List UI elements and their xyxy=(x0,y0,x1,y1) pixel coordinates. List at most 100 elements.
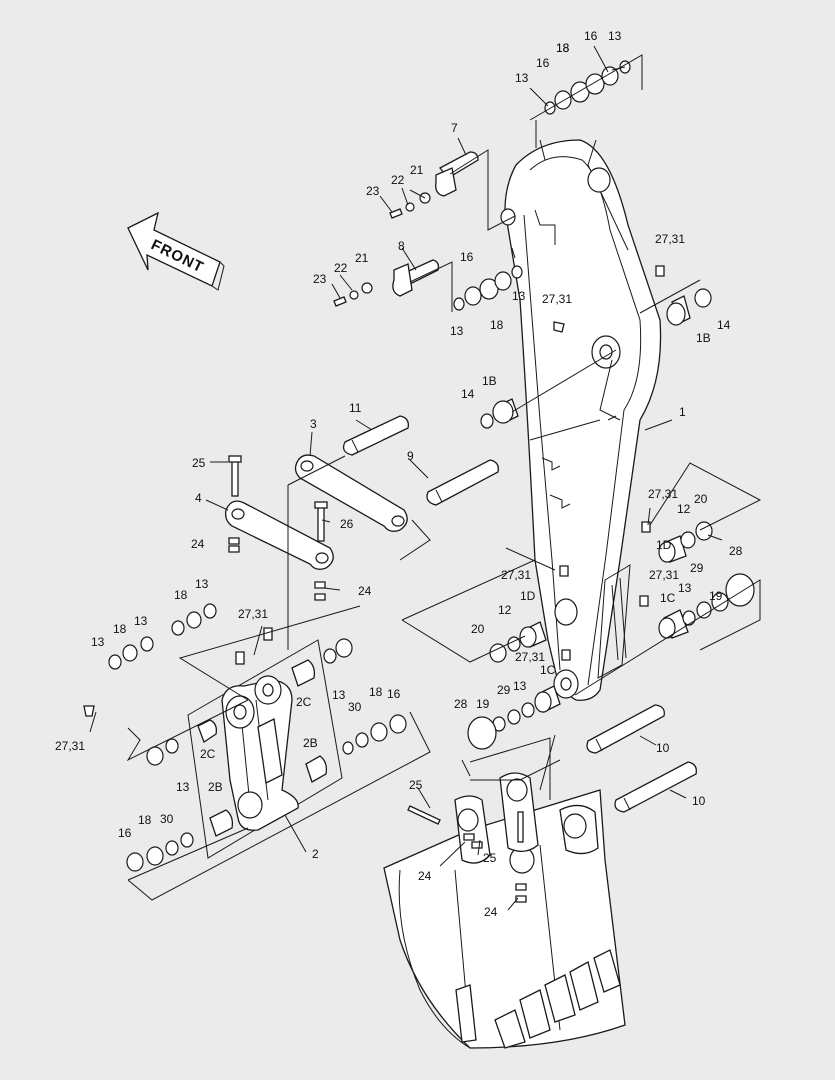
callout-c19_b: 19 xyxy=(709,589,723,603)
callout-c1b_a: 1B xyxy=(482,374,497,388)
callout-c22_a: 22 xyxy=(391,173,405,187)
pin-7 xyxy=(435,151,479,197)
callout-c16_a: 16 xyxy=(584,29,598,43)
washer-stack-left-b xyxy=(171,603,217,636)
callout-c21_b: 21 xyxy=(355,251,369,265)
callout-c27_a: 27,31 xyxy=(655,232,685,246)
callout-c27_e: 27,31 xyxy=(648,487,678,501)
callout-c13_c: 13 xyxy=(512,289,526,303)
callout-c1c_b: 1C xyxy=(660,591,676,605)
washers-pin-7 xyxy=(389,192,431,219)
bushing-1d-left xyxy=(489,621,547,663)
callout-c27_f: 27,31 xyxy=(501,568,531,582)
callout-c26: 26 xyxy=(340,517,354,531)
bolt-25-upper xyxy=(228,455,242,497)
callout-c12_a: 12 xyxy=(498,603,512,617)
callout-c11: 11 xyxy=(349,401,362,415)
pin-11 xyxy=(342,415,409,456)
callout-c10_b: 10 xyxy=(692,794,706,808)
callout-c1: 1 xyxy=(679,405,686,419)
callout-c18_e: 18 xyxy=(369,685,383,699)
callout-c20_a: 20 xyxy=(471,622,485,636)
callout-c16_d: 16 xyxy=(387,687,401,701)
callout-c18_b: 18 xyxy=(490,318,504,332)
callout-c30_b: 30 xyxy=(160,812,174,826)
leader-lines xyxy=(89,45,723,911)
callout-c13_e: 13 xyxy=(195,577,209,591)
callout-labels: 11B1B1C1C1D1D22B2B2C2C347891010111212131… xyxy=(55,29,743,919)
callout-c3: 3 xyxy=(310,417,317,431)
pin-8 xyxy=(392,259,440,297)
callout-c13_j: 13 xyxy=(513,679,527,693)
callout-c28_a: 28 xyxy=(729,544,743,558)
callout-c2b_a: 2B xyxy=(303,736,318,750)
callout-c14_b: 14 xyxy=(717,318,731,332)
callout-c27_b: 27,31 xyxy=(542,292,572,306)
washer-stack-mid xyxy=(453,265,523,311)
callout-c8: 8 xyxy=(398,239,405,253)
callout-c20_b: 20 xyxy=(694,492,708,506)
callout-c18_a: 18 xyxy=(556,41,570,55)
callout-c16_e: 16 xyxy=(118,826,132,840)
callout-c16_c: 16 xyxy=(460,250,474,264)
washer-stack-top xyxy=(544,60,631,115)
callout-c23_b: 23 xyxy=(313,272,327,286)
callout-c27_d: 27,31 xyxy=(55,739,85,753)
callout-c9: 9 xyxy=(407,449,414,463)
bucket-bolts xyxy=(407,805,527,903)
callout-c13_k: 13 xyxy=(678,581,692,595)
callout-c28_b: 28 xyxy=(454,697,468,711)
callout-c12_b: 12 xyxy=(677,502,691,516)
callout-c7: 7 xyxy=(451,121,458,135)
bolt-26 xyxy=(314,501,328,542)
arm-part xyxy=(500,139,662,701)
callout-c1d_b: 1D xyxy=(656,538,672,552)
callout-c18_d: 18 xyxy=(113,622,127,636)
grease-fittings xyxy=(83,265,665,717)
washer-stack-right-link2 xyxy=(323,638,407,755)
callout-c30_a: 30 xyxy=(348,700,362,714)
callout-c2: 2 xyxy=(312,847,319,861)
callout-c13_a: 13 xyxy=(515,71,529,85)
pin-10-upper xyxy=(586,704,665,754)
callout-c18_g: 18 xyxy=(556,41,570,55)
callout-c24_b: 24 xyxy=(358,584,372,598)
front-direction-arrow: FRONT xyxy=(127,211,225,291)
bushing-1c-left xyxy=(467,685,561,750)
callout-c13_g: 13 xyxy=(91,635,105,649)
pin-10-lower xyxy=(614,761,697,813)
callout-c2c_b: 2C xyxy=(200,747,216,761)
washer-stack-left-c xyxy=(126,738,194,872)
callout-c18_c: 18 xyxy=(174,588,188,602)
callout-c24_a: 24 xyxy=(191,537,205,551)
callout-c2b_b: 2B xyxy=(208,780,223,794)
nuts-24 xyxy=(228,537,326,601)
callout-c24_c: 24 xyxy=(418,869,432,883)
bushing-1b-right xyxy=(666,288,712,326)
callout-c27_c: 27,31 xyxy=(238,607,268,621)
washers-pin-8 xyxy=(333,282,373,307)
callout-c13_f: 13 xyxy=(134,614,148,628)
callout-c22_b: 22 xyxy=(334,261,348,275)
washer-stack-left-a xyxy=(108,636,154,670)
callout-c4: 4 xyxy=(195,491,202,505)
callout-c24_d: 24 xyxy=(484,905,498,919)
explode-lines xyxy=(126,54,762,901)
callout-c2c_a: 2C xyxy=(296,695,312,709)
callout-c25_c: 25 xyxy=(483,851,497,865)
bushing-1b-left xyxy=(480,398,519,429)
callout-c1c_a: 1C xyxy=(540,663,556,677)
bucket xyxy=(383,772,626,1049)
callout-c27_h: 27,31 xyxy=(515,650,545,664)
pin-9 xyxy=(426,459,499,506)
link-3 xyxy=(294,454,408,532)
callout-c10_a: 10 xyxy=(656,741,670,755)
bushing-1d-right xyxy=(658,521,713,563)
callout-c13_h: 13 xyxy=(332,688,346,702)
callout-c1b_b: 1B xyxy=(696,331,711,345)
callout-c29_b: 29 xyxy=(690,561,704,575)
callout-c13_b: 13 xyxy=(608,29,622,43)
callout-c25_b: 25 xyxy=(409,778,423,792)
